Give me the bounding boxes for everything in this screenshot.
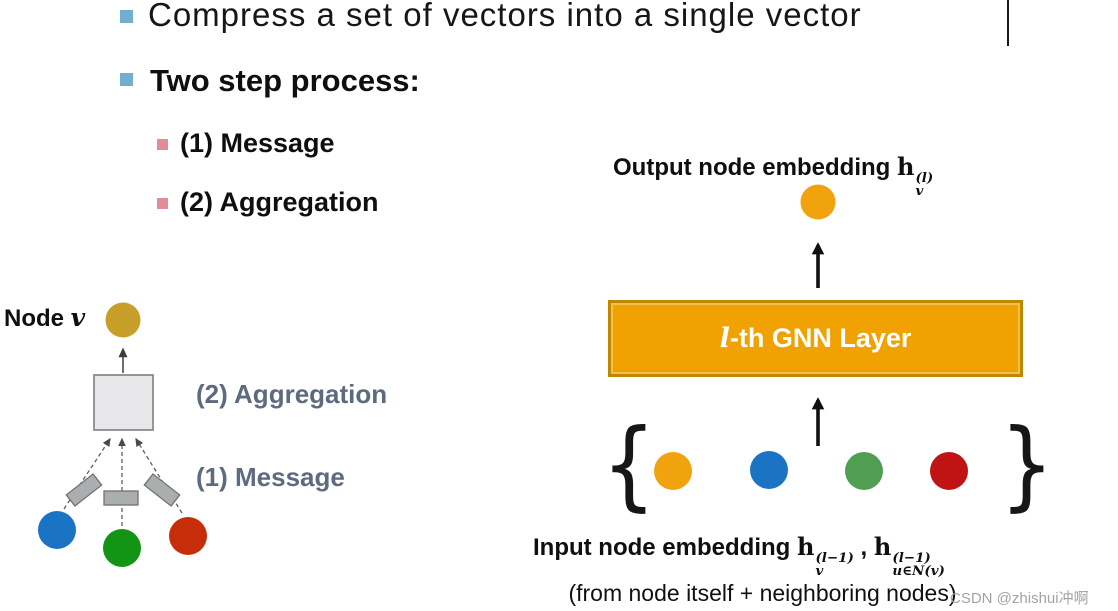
input-circle-red <box>930 452 968 490</box>
message-transform-box-middle <box>103 490 139 506</box>
gnn-layer-box: l-th GNN Layer <box>608 300 1023 377</box>
gnn-layer-label-rest: -th GNN Layer <box>729 323 912 353</box>
math-l: l <box>719 323 730 354</box>
input-embedding-text: Input node embedding <box>533 534 791 561</box>
math-h-stack: (l)v <box>915 169 934 200</box>
output-embedding-text: Output node embedding <box>613 154 891 181</box>
neighbor-circle-blue <box>38 511 76 549</box>
bullet-square-icon <box>120 73 133 86</box>
aggregation-box <box>93 374 154 431</box>
output-embedding-label: Output node embedding h(l)v <box>613 152 933 199</box>
sub-bullet-message: (1) Message <box>180 128 335 158</box>
sub-bullet-aggregation: (2) Aggregation <box>180 187 379 217</box>
node-v-var: v <box>70 303 86 332</box>
math-subscript: u∈N(v) <box>892 563 945 580</box>
bullet-square-icon <box>120 10 133 23</box>
math-h: h <box>873 532 892 561</box>
neighbor-circle-red <box>169 517 207 555</box>
math-superscript: (l−1) <box>815 549 854 566</box>
node-circle-gold <box>105 302 141 338</box>
math-subscript: v <box>815 563 824 580</box>
math-h: h <box>896 152 915 181</box>
from-node-caption: (from node itself + neighboring nodes) <box>568 580 957 606</box>
message-transform-box-left <box>65 473 103 507</box>
sub-bullet-square-icon <box>157 139 168 150</box>
comma: , <box>860 534 868 561</box>
sub-bullet-square-icon <box>157 198 168 209</box>
neighbor-circle-green <box>103 529 141 567</box>
message-transform-box-right <box>143 473 181 507</box>
text-cursor <box>1007 0 1009 46</box>
output-node-circle <box>800 184 836 220</box>
right-brace-icon: } <box>999 408 1055 521</box>
gnn-layer-label: l-th GNN Layer <box>720 323 912 354</box>
input-circle-green <box>845 452 883 490</box>
math-h: h <box>796 532 815 561</box>
input-circle-blue <box>750 451 788 489</box>
math-superscript: (l−1) <box>892 549 931 566</box>
input-circle-gold <box>654 452 692 490</box>
aggregation-step-label: (2) Aggregation <box>196 379 388 409</box>
math-superscript: (l) <box>915 169 934 186</box>
heading-compress: Compress a set of vectors into a single … <box>148 0 862 33</box>
math-h-stack: (l−1)u∈N(v) <box>892 549 945 580</box>
heading-two-step-process: Two step process: <box>150 63 420 98</box>
node-v-label: Node v <box>4 303 85 333</box>
math-h-stack: (l−1)v <box>815 549 854 580</box>
math-subscript: v <box>915 183 924 200</box>
left-brace-icon: { <box>601 408 657 521</box>
message-step-label: (1) Message <box>196 462 345 492</box>
input-embedding-label: Input node embedding h(l−1)v , h(l−1)u∈N… <box>533 532 945 579</box>
watermark: CSDN @zhishui冲啊 <box>950 590 1089 607</box>
node-v-label-text: Node <box>4 305 64 332</box>
